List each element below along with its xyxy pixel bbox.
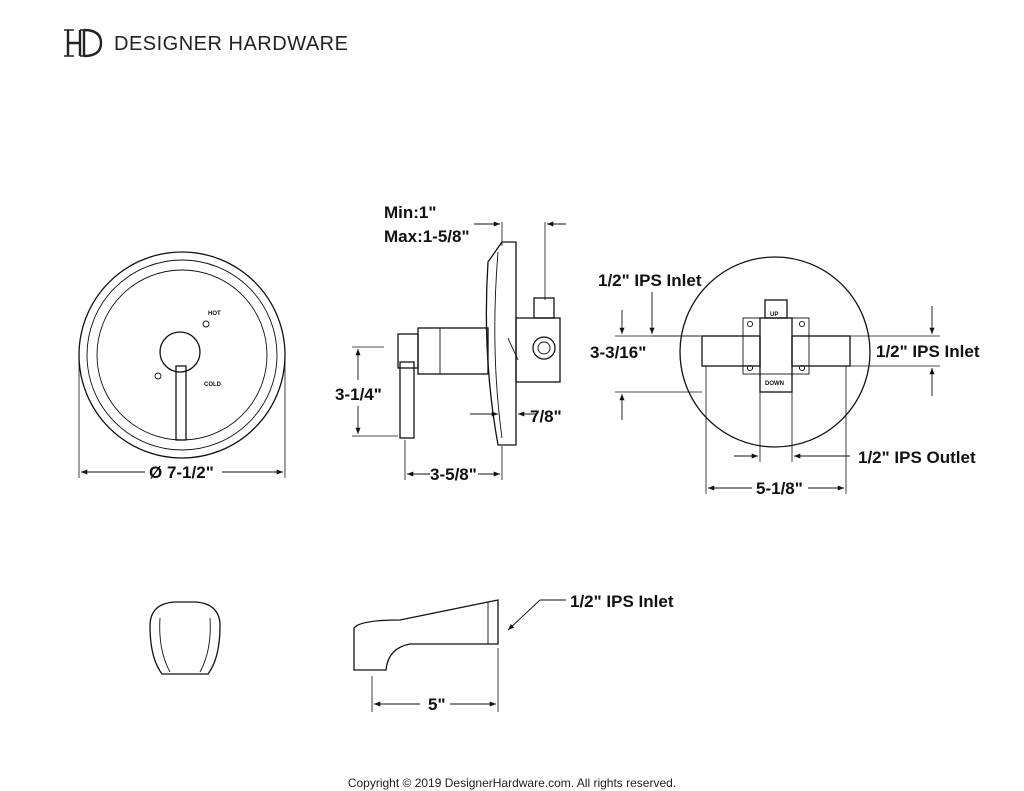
valve-port-inner (537, 341, 551, 355)
mount-hole-tr (798, 320, 806, 328)
width-label: 5-1/8" (756, 479, 803, 498)
lever-handle (175, 365, 187, 441)
height-label: 3-3/16" (590, 343, 646, 362)
valve-sleeve (417, 327, 489, 375)
diameter-label: Ø 7-1/2" (149, 463, 214, 482)
outlet-label: 1/2" IPS Outlet (858, 448, 976, 467)
brand-header: DESIGNER HARDWARE (64, 28, 348, 58)
offset-label: 7/8" (530, 407, 562, 426)
mount-hole-bl (746, 364, 754, 372)
valve-stem-hatch (507, 337, 519, 361)
copyright-text: Copyright © 2019 DesignerHardware.com. A… (348, 776, 676, 790)
mount-hole-br (798, 364, 806, 372)
mount-hole-tl (746, 320, 754, 328)
trim-side-view: Min:1" Max:1-5/8" 3-1/4" 7/8" 3-5/8" (335, 203, 566, 484)
valve-port-circle (532, 336, 556, 360)
valve-body-view: UP DOWN 1/2" IPS Inlet 3-3/16" 1/2" IPS … (590, 256, 980, 498)
valve-top-inlet (764, 299, 788, 319)
tub-spout-front-view (149, 601, 221, 675)
valve-top-port (533, 297, 555, 319)
down-label: DOWN (765, 381, 784, 387)
spout-length-label: 5" (428, 695, 446, 714)
brand-logo-icon (64, 28, 103, 58)
inlet-right-label: 1/2" IPS Inlet (876, 342, 980, 361)
cold-indicator (154, 372, 162, 380)
up-label: UP (770, 312, 778, 318)
hot-indicator (202, 320, 210, 328)
handle-height-label: 3-1/4" (335, 385, 382, 404)
spout-front-outline (149, 601, 221, 675)
depth-max-label: Max:1-5/8" (384, 227, 470, 246)
spout-front-left-curve (159, 617, 171, 673)
spout-side-outline (353, 599, 499, 671)
escutcheon-outer (78, 251, 286, 459)
spout-front-right-curve (199, 617, 211, 673)
hot-label: HOT (208, 311, 221, 317)
spout-inlet-leader (507, 599, 541, 631)
escutcheon-ring (86, 259, 278, 451)
handle-hub (159, 331, 201, 373)
escutcheon-profile-inner (494, 251, 503, 439)
brand-name: DESIGNER HARDWARE (114, 33, 348, 55)
cold-label: COLD (204, 382, 222, 388)
trim-plate-front-view: HOT COLD Ø 7-1/2" (78, 251, 286, 482)
valve-cutout-circle (679, 256, 871, 448)
inlet-top-label: 1/2" IPS Inlet (598, 271, 702, 290)
side-lever (399, 361, 415, 439)
depth-min-label: Min:1" (384, 203, 436, 222)
handle-cap (397, 333, 419, 369)
escutcheon-profile (485, 241, 517, 446)
escutcheon-inner (96, 269, 268, 441)
spout-inlet-label: 1/2" IPS Inlet (570, 592, 674, 611)
tub-spout-side-view: 1/2" IPS Inlet 5" (353, 592, 674, 714)
valve-left-arm (701, 335, 761, 367)
projection-label: 3-5/8" (430, 465, 477, 484)
valve-right-arm (791, 335, 851, 367)
